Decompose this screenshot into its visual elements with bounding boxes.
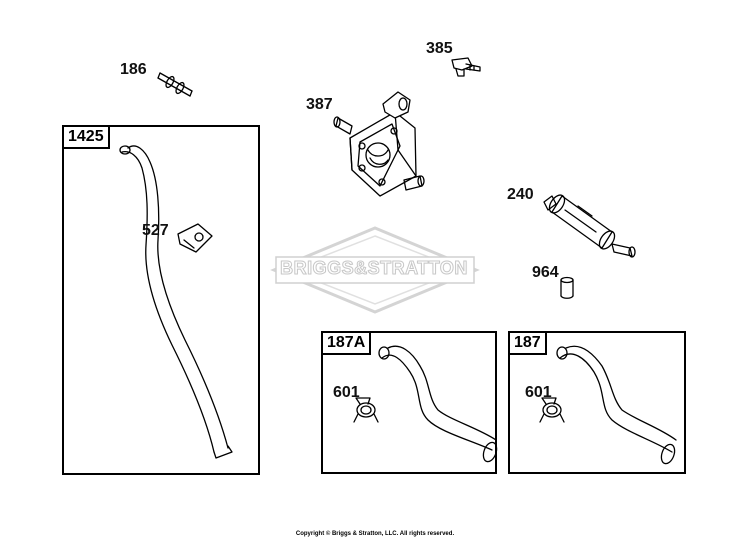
part-387-fuel-pump xyxy=(333,91,425,197)
part-601-clamp-a xyxy=(353,397,379,423)
callout-601-b: 601 xyxy=(525,384,552,401)
part-385-screw xyxy=(451,57,481,77)
brand-watermark-text: BRIGGS&STRATTON xyxy=(280,258,468,279)
box-187: 187 xyxy=(508,331,686,474)
copyright-notice: Copyright © Briggs & Stratton, LLC. All … xyxy=(295,531,455,537)
part-601-clamp-b xyxy=(539,397,565,423)
callout-240: 240 xyxy=(507,186,534,203)
box-label-187: 187 xyxy=(508,331,547,355)
callout-385: 385 xyxy=(426,40,453,57)
callout-387: 387 xyxy=(306,96,333,113)
callout-527: 527 xyxy=(142,222,169,239)
callout-964: 964 xyxy=(532,264,559,281)
part-1425-hose xyxy=(119,145,233,459)
part-240-fuel-filter xyxy=(543,194,636,258)
callout-186: 186 xyxy=(120,61,147,78)
part-187a-hose xyxy=(378,345,498,463)
callout-601-a: 601 xyxy=(333,384,360,401)
box-1425: 1425 xyxy=(62,125,260,475)
part-964-cylinder xyxy=(560,276,574,299)
box-label-1425: 1425 xyxy=(62,125,110,149)
part-527-clip xyxy=(177,223,213,253)
box-187a: 187A xyxy=(321,331,497,474)
box-label-187a: 187A xyxy=(321,331,372,355)
part-187-hose xyxy=(556,345,677,465)
part-186-fitting xyxy=(157,72,193,97)
